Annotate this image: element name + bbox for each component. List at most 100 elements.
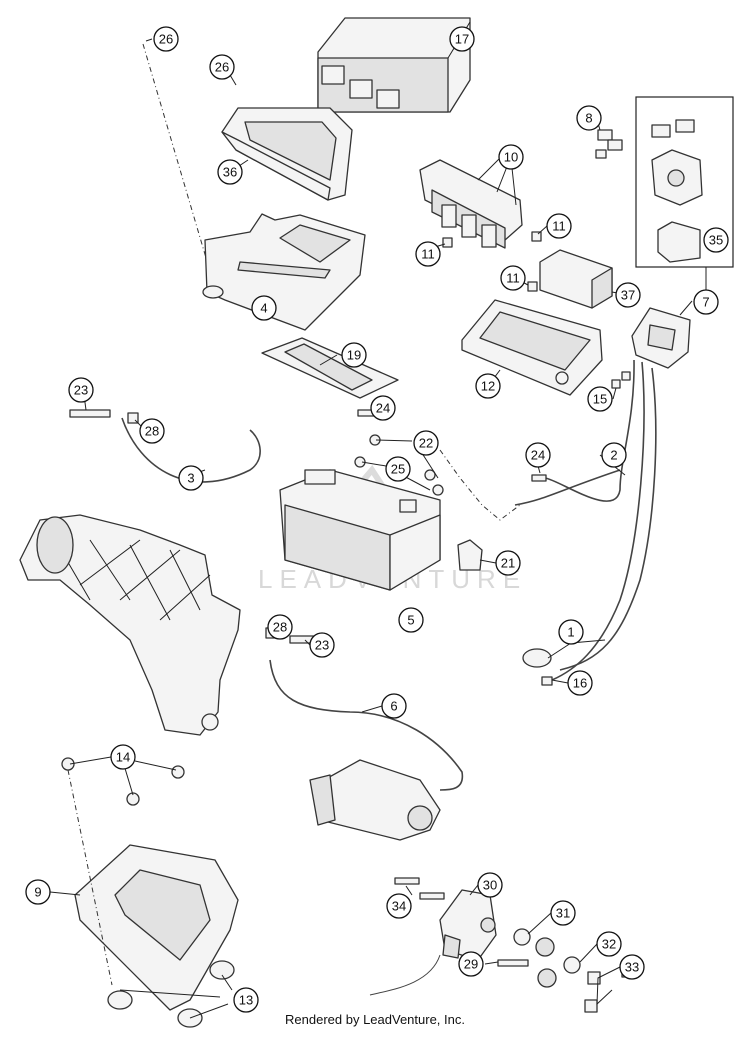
svg-text:4: 4 [260,301,267,316]
svg-text:37: 37 [621,288,635,303]
svg-text:28: 28 [145,424,159,439]
svg-text:33: 33 [625,960,639,975]
svg-text:32: 32 [602,937,616,952]
svg-text:11: 11 [552,219,566,234]
callout-7: 7 [693,289,719,315]
dash-line-22 [439,449,521,521]
bolt-29 [497,959,529,967]
svg-text:28: 28 [273,620,287,635]
connector-part-21 [457,539,483,571]
washer-28-top [127,412,139,424]
bracket-part-4 [202,213,366,331]
svg-text:1: 1 [567,625,574,640]
fuse-box-part-10 [419,159,523,249]
svg-text:23: 23 [74,383,88,398]
callout-11-a: 11 [546,213,572,239]
callout-15: 15 [587,386,613,412]
callout-30: 30 [477,872,503,898]
fuses-part-8 [595,129,623,159]
svg-text:7: 7 [702,295,709,310]
relay-part-37 [539,249,613,309]
nuts-part-14 [61,757,185,806]
bolts-part-34 [394,877,445,900]
callout-36: 36 [217,159,243,185]
svg-text:21: 21 [501,556,515,571]
svg-text:26: 26 [159,32,173,47]
svg-text:15: 15 [593,392,607,407]
callout-2: 2 [601,442,627,468]
svg-text:8: 8 [585,111,592,126]
callout-8: 8 [576,105,602,131]
svg-text:9: 9 [34,885,41,900]
starter-relay-part-7 [631,307,691,369]
callout-25: 25 [385,456,411,482]
callout-31: 31 [550,900,576,926]
svg-text:3: 3 [187,471,194,486]
callout-23-bottom: 23 [309,632,335,658]
svg-text:11: 11 [506,271,520,286]
svg-text:2: 2 [610,448,617,463]
svg-text:11: 11 [421,247,435,262]
callout-16: 16 [567,670,593,696]
callout-29: 29 [458,951,484,977]
callout-4: 4 [251,295,277,321]
svg-text:24: 24 [531,448,545,463]
callout-21: 21 [495,550,521,576]
callout-14: 14 [110,744,136,770]
svg-text:34: 34 [392,899,406,914]
frame-part [19,514,241,736]
callout-37: 37 [615,282,641,308]
callout-1: 1 [558,619,584,645]
svg-text:24: 24 [376,401,390,416]
callout-11-b: 11 [415,241,441,267]
battery-part-5 [279,469,441,591]
svg-text:22: 22 [419,436,433,451]
cable-part-24 [514,469,621,506]
svg-text:6: 6 [390,699,397,714]
svg-text:14: 14 [116,750,130,765]
tray-part-12 [461,299,603,396]
callout-23-top: 23 [68,377,94,403]
dash-line-26 [142,43,215,286]
bolt-23-top [69,409,111,418]
dash-line-14 [67,769,113,986]
cable-part-1-b [551,361,645,681]
svg-text:30: 30 [483,878,497,893]
callout-13: 13 [233,987,259,1013]
svg-text:23: 23 [315,638,329,653]
bolts-battery-terminals [354,409,444,496]
svg-text:35: 35 [709,233,723,248]
callout-5: 5 [398,607,424,633]
callout-22: 22 [413,430,439,456]
callout-24-top: 24 [370,395,396,421]
callout-28-bottom: 28 [267,614,293,640]
svg-text:36: 36 [223,165,237,180]
callout-12: 12 [475,373,501,399]
svg-text:16: 16 [573,676,587,691]
callout-17: 17 [449,26,475,52]
svg-text:31: 31 [556,906,570,921]
callout-33: 33 [619,954,645,980]
callout-28-top: 28 [139,418,165,444]
pad-inner-19 [284,343,373,391]
ecu-part-17 [317,17,471,113]
grommets-part-31-32 [513,928,581,988]
svg-text:19: 19 [347,348,361,363]
callout-10: 10 [498,144,524,170]
callout-26-top: 26 [153,26,179,52]
cable-boot-1 [522,648,552,668]
callout-26: 26 [209,54,235,80]
cable-end-16 [541,676,553,686]
kit-box-35 [635,96,734,268]
svg-text:25: 25 [391,462,405,477]
svg-text:17: 17 [455,32,469,47]
svg-text:29: 29 [464,957,478,972]
bolt-24 [531,474,547,482]
callout-32: 32 [596,931,622,957]
switch-part-30 [369,889,497,996]
callout-19: 19 [341,342,367,368]
footer-credit: Rendered by LeadVenture, Inc. [285,1012,465,1027]
screw-11-b [531,231,542,242]
skid-plate-part-9 [74,844,239,1028]
